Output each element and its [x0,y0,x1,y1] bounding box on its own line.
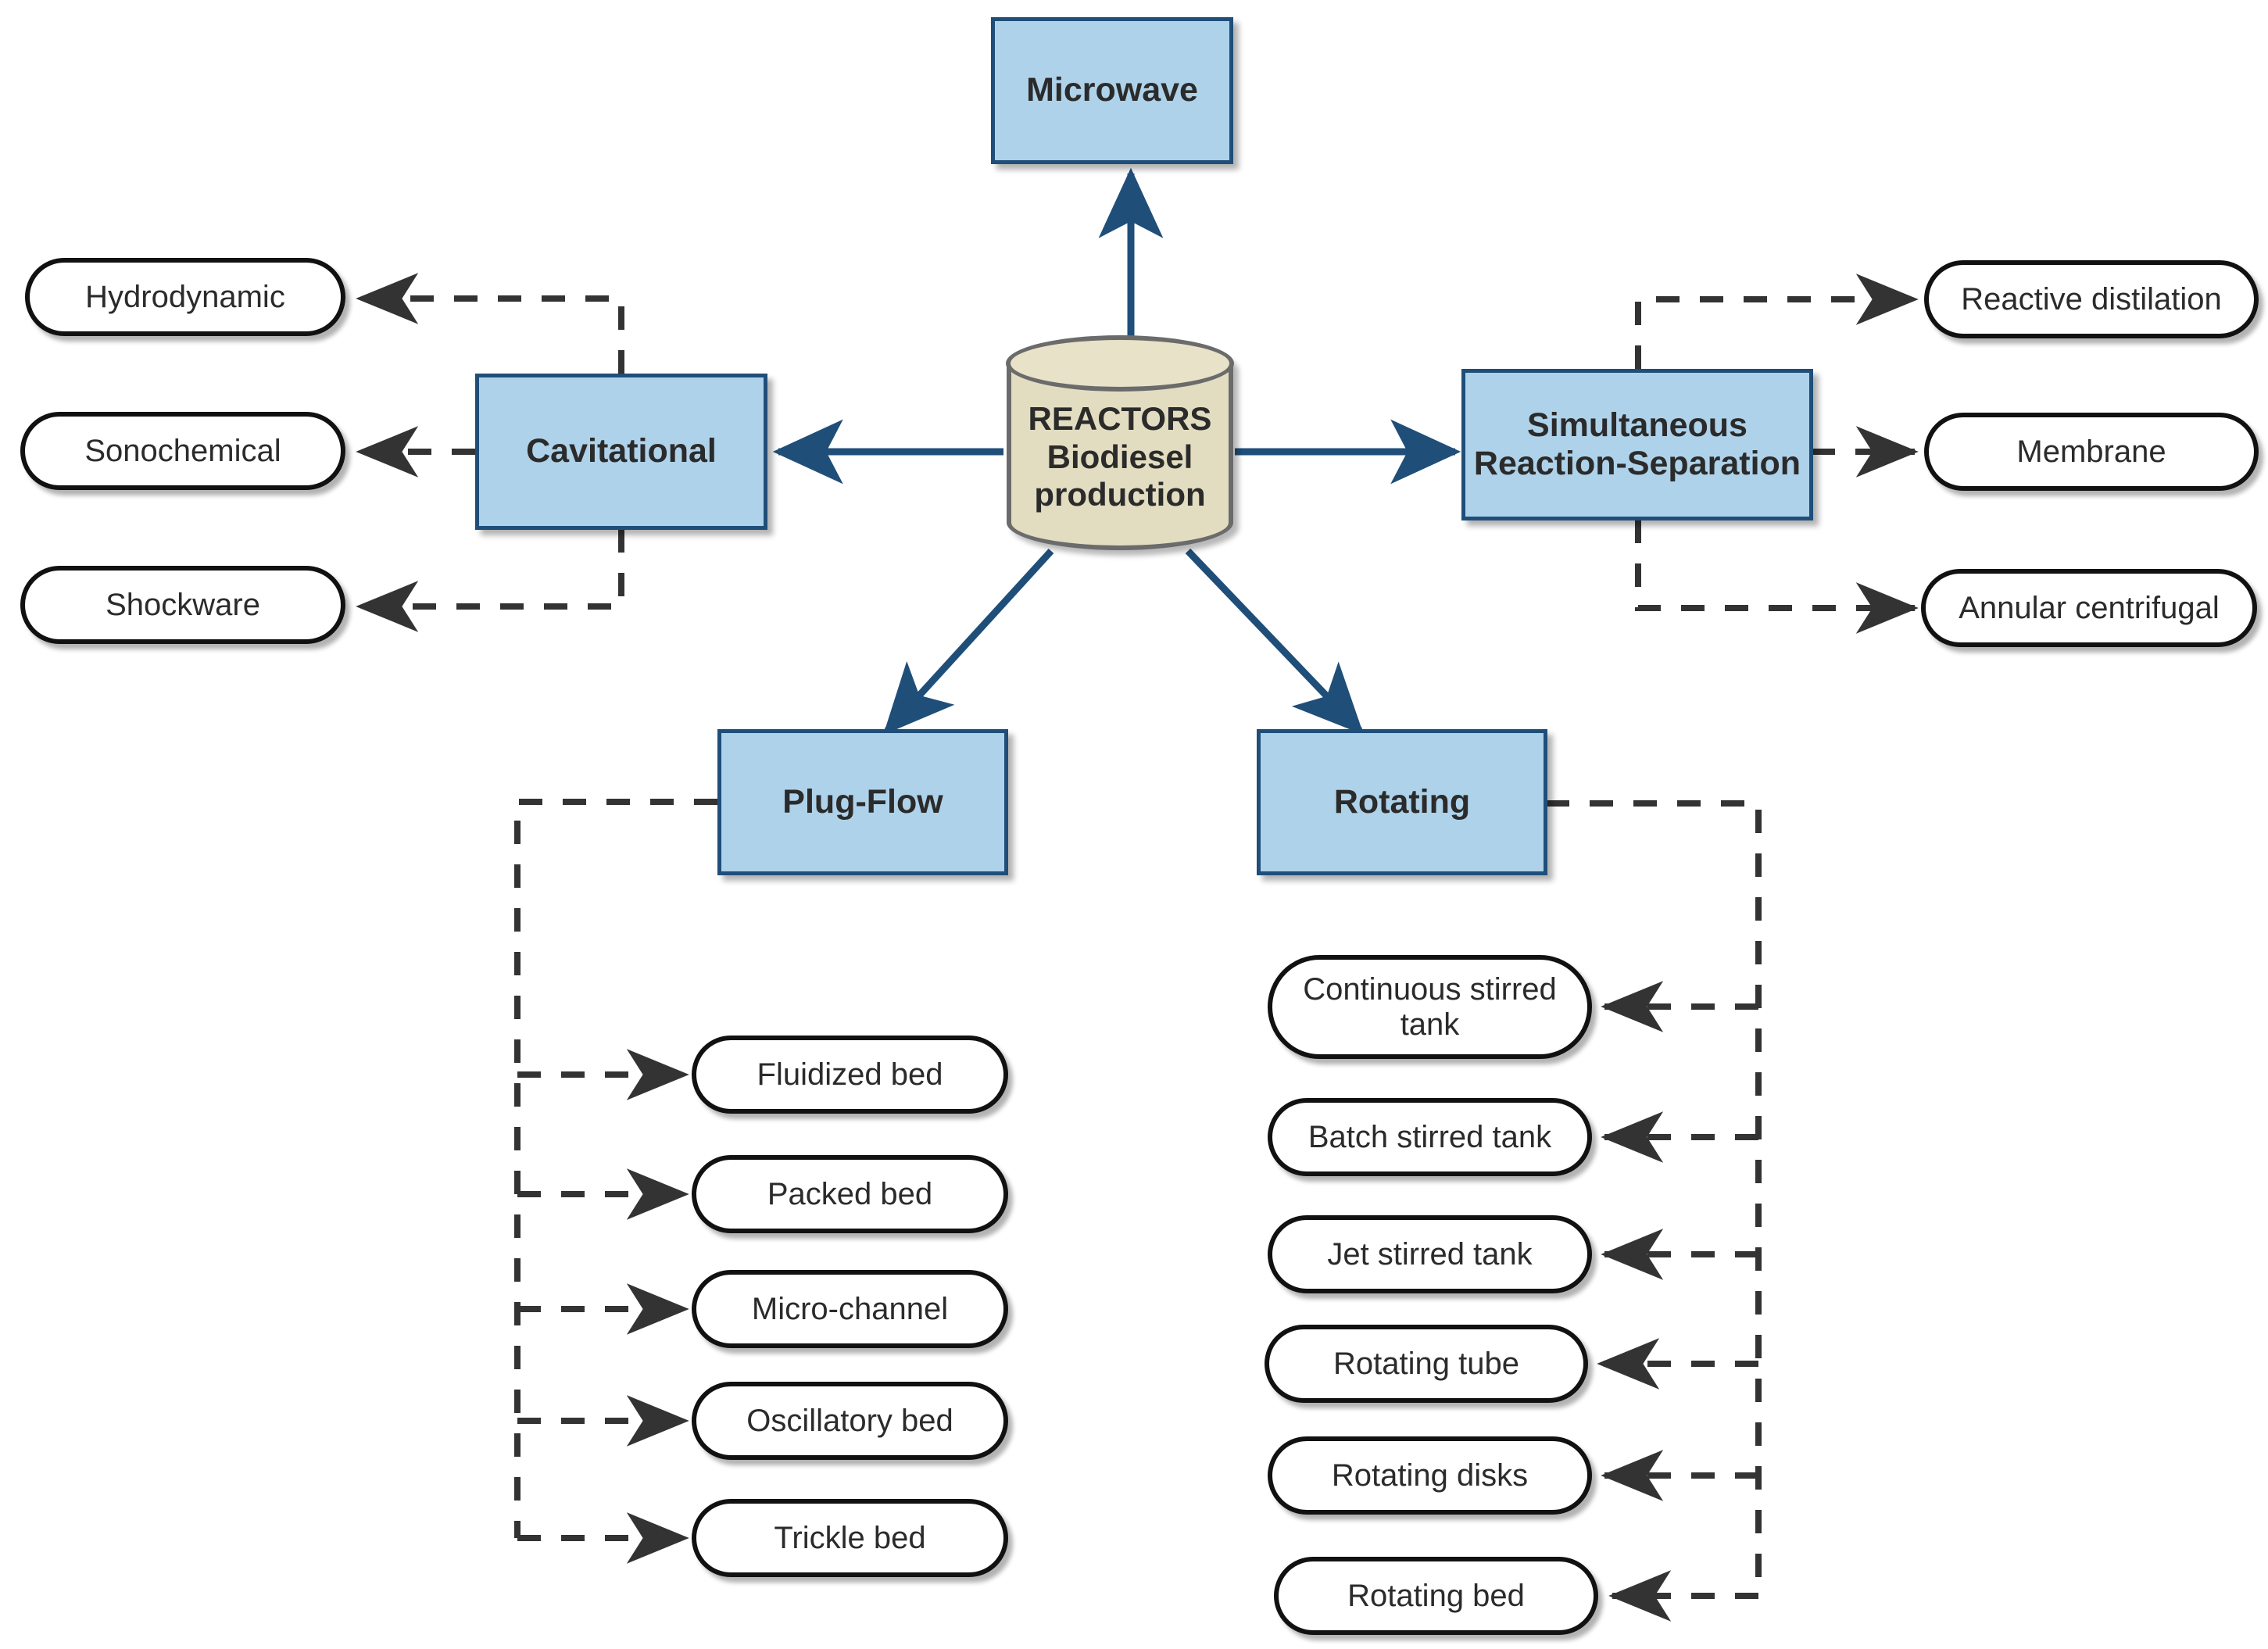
leaf-batch-stirred-tank-label: Batch stirred tank [1307,1119,1552,1154]
center-label-line2: Biodiesel [1046,438,1193,475]
leaf-sonochemical[interactable]: Sonochemical [20,412,345,490]
leaf-membrane[interactable]: Membrane [1924,413,2259,491]
leaf-packed-bed-label: Packed bed [767,1176,933,1211]
branch-simultaneous-reaction-separation[interactable]: Simultaneous Reaction-Separation [1461,369,1813,520]
leaf-rotating-tube-label: Rotating tube [1333,1346,1519,1381]
leaf-reactive-distilation-label: Reactive distilation [1961,281,2222,317]
leaf-rotating-tube[interactable]: Rotating tube [1265,1325,1588,1403]
leaf-packed-bed[interactable]: Packed bed [692,1155,1008,1233]
leaf-hydrodynamic-label: Hydrodynamic [85,279,285,314]
leaf-micro-channel-label: Micro-channel [751,1291,949,1326]
branch-plug-flow-label: Plug-Flow [782,782,943,821]
leaf-trickle-bed-label: Trickle bed [774,1520,926,1555]
leaf-annular-centrifugal-label: Annular centrifugal [1959,590,2220,625]
leaf-annular-centrifugal[interactable]: Annular centrifugal [1921,569,2257,647]
leaf-fluidized-bed[interactable]: Fluidized bed [692,1036,1008,1114]
branch-microwave[interactable]: Microwave [991,17,1233,164]
branch-microwave-label: Microwave [1026,71,1198,109]
leaf-jet-stirred-tank-label: Jet stirred tank [1327,1236,1533,1272]
leaf-micro-channel[interactable]: Micro-channel [692,1270,1008,1348]
center-node-reactors[interactable]: REACTORS Biodiesel production [1006,335,1234,550]
leaf-continuous-stirred-tank[interactable]: Continuous stirred tank [1268,955,1592,1059]
leaf-rotating-bed-label: Rotating bed [1347,1578,1525,1613]
leaf-reactive-distilation[interactable]: Reactive distilation [1924,260,2259,338]
leaf-rotating-disks[interactable]: Rotating disks [1268,1436,1592,1515]
leaf-cst-label-line2: tank [1400,1007,1460,1042]
branch-srs-label-line2: Reaction-Separation [1473,445,1801,482]
cylinder-top-ellipse [1006,335,1234,392]
center-node-label: REACTORS Biodiesel production [1007,338,1233,550]
center-label-line1: REACTORS [1028,399,1212,437]
leaf-cst-label-line1: Continuous stirred [1303,971,1557,1007]
leaf-rotating-bed[interactable]: Rotating bed [1274,1557,1598,1635]
branch-rotating-label: Rotating [1333,782,1471,821]
leaf-batch-stirred-tank[interactable]: Batch stirred tank [1268,1098,1592,1176]
branch-cavitational-label: Cavitational [526,432,717,470]
leaf-shockware[interactable]: Shockware [20,566,345,644]
leaf-membrane-label: Membrane [2016,434,2166,469]
branch-plug-flow[interactable]: Plug-Flow [717,729,1008,875]
center-label-line3: production [1034,476,1206,513]
leaf-trickle-bed[interactable]: Trickle bed [692,1499,1008,1577]
plug-flow-bus [514,799,717,1538]
leaf-oscillatory-bed-label: Oscillatory bed [746,1403,953,1438]
leaf-oscillatory-bed[interactable]: Oscillatory bed [692,1382,1008,1460]
leaf-sonochemical-label: Sonochemical [84,433,281,468]
leaf-shockware-label: Shockware [106,587,260,622]
branch-rotating[interactable]: Rotating [1257,729,1547,875]
branch-srs-label-line1: Simultaneous [1527,406,1748,444]
branch-cavitational[interactable]: Cavitational [475,374,767,530]
leaf-jet-stirred-tank[interactable]: Jet stirred tank [1268,1215,1592,1293]
leaf-hydrodynamic[interactable]: Hydrodynamic [25,258,345,336]
leaf-rotating-disks-label: Rotating disks [1331,1458,1529,1493]
leaf-fluidized-bed-label: Fluidized bed [757,1057,943,1092]
